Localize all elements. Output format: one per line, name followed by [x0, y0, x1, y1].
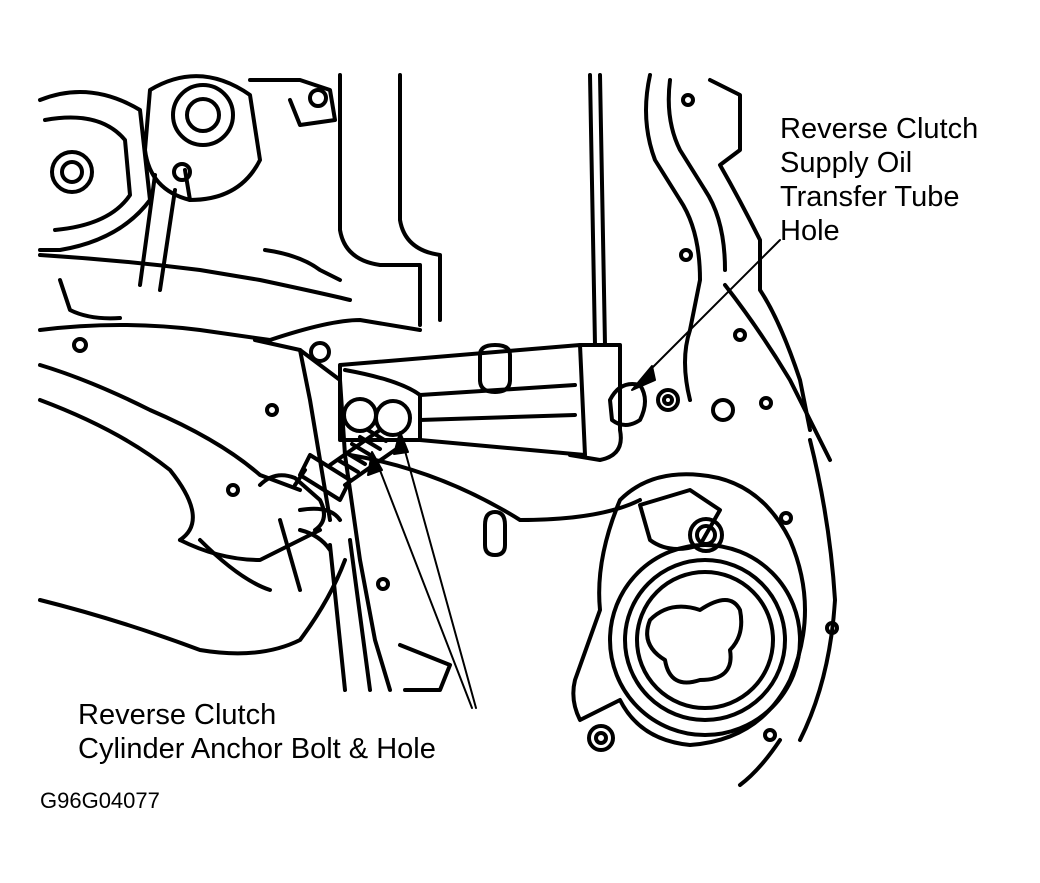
central-case — [38, 73, 607, 363]
leader-anchor-bolt — [375, 459, 473, 709]
label-line: Transfer Tube — [780, 181, 960, 213]
upper-left-housing — [38, 74, 337, 292]
leader-lines — [367, 239, 781, 709]
leader-supply-hole — [644, 239, 781, 376]
label-line: Cylinder Anchor Bolt & Hole — [78, 733, 436, 765]
leader-anchor-hole — [401, 439, 477, 709]
figure-id: G96G04077 — [40, 788, 160, 813]
supply-oil-transfer-tube-hole-label: Reverse Clutch Supply Oil Transfer Tube … — [780, 112, 978, 248]
label-line: Supply Oil — [780, 147, 913, 179]
transfer-tube-area — [608, 382, 735, 427]
lower-right-pump — [571, 472, 807, 752]
anchor-block — [338, 343, 642, 557]
lower-left-structure — [226, 338, 452, 692]
label-line: Hole — [780, 215, 840, 247]
label-line: Reverse Clutch — [780, 113, 979, 145]
hand-with-bolt — [38, 363, 397, 656]
label-line: Reverse Clutch — [78, 699, 277, 731]
right-casing — [644, 73, 839, 787]
cylinder-anchor-bolt-label: Reverse Clutch Cylinder Anchor Bolt & Ho… — [78, 698, 436, 766]
